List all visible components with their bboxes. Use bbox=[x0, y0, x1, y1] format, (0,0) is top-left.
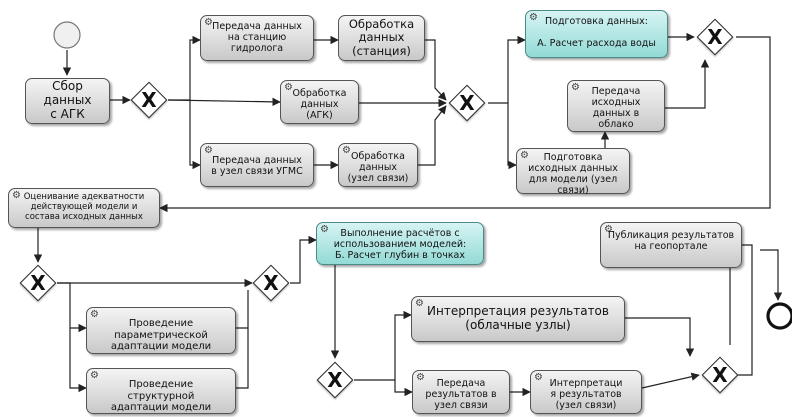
task-process-comm-node: ⚙ Обработка данных (узел связи) bbox=[338, 143, 418, 187]
flow bbox=[168, 35, 201, 101]
task-label: Проведение параметрической адаптации мод… bbox=[110, 318, 212, 352]
flow bbox=[665, 59, 710, 109]
task-label: Передача данных на станцию гидролога bbox=[212, 21, 302, 54]
task-label: Выполнение расчётов с использованием мод… bbox=[333, 228, 467, 261]
flow bbox=[159, 36, 771, 213]
flow bbox=[735, 244, 753, 376]
flow bbox=[507, 103, 517, 170]
gear-icon: ⚙ bbox=[320, 224, 329, 235]
flow bbox=[236, 290, 249, 329]
task-transfer-hydrologist: ⚙ Передача данных на станцию гидролога bbox=[200, 15, 314, 61]
task-transfer-ugms: ⚙ Передача данных в узел связи УГМС bbox=[200, 143, 314, 187]
task-prepare-data-flow: ⚙ Подготовка данных: А. Расчет расхода в… bbox=[525, 10, 668, 58]
flow bbox=[236, 328, 249, 389]
task-prepare-model-input: ⚙ Подготовка исходных данных для модели … bbox=[516, 148, 630, 196]
flow bbox=[760, 249, 783, 301]
start-event bbox=[53, 21, 81, 49]
task-label: Публикация результатов на геопортале bbox=[607, 230, 735, 252]
gear-icon: ⚙ bbox=[604, 224, 613, 235]
gateway-x-label: X bbox=[712, 363, 728, 387]
task-struct-adaptation: ⚙ Проведение структурной адаптации модел… bbox=[86, 368, 236, 414]
task-process-station: Обработка данных (станция) bbox=[338, 15, 425, 61]
gear-icon: ⚙ bbox=[12, 190, 21, 201]
task-label: Проведение структурной адаптации модели bbox=[110, 379, 212, 413]
gear-icon: ⚙ bbox=[342, 145, 351, 156]
end-event bbox=[766, 302, 792, 330]
task-label: Передача данных в узел связи УГМС bbox=[211, 155, 303, 177]
gear-icon: ⚙ bbox=[284, 82, 293, 93]
flow bbox=[625, 317, 695, 357]
task-transfer-cloud: ⚙ Передача исходных данных в облако bbox=[567, 80, 665, 132]
flow bbox=[189, 100, 201, 170]
task-interpret-cloud: ⚙ Интерпретация результатов (облачные уз… bbox=[411, 296, 625, 342]
task-label: Обработка данных (АГК) bbox=[292, 88, 347, 121]
flow bbox=[394, 380, 413, 397]
flow bbox=[69, 328, 87, 393]
task-assess-model: ⚙ Оценивание адекватности действующей мо… bbox=[8, 188, 160, 228]
flow bbox=[488, 35, 526, 104]
gateway-x-label: X bbox=[30, 271, 46, 295]
task-label: Передача результатов в узел связи bbox=[425, 378, 497, 411]
task-label: Интерпретаци я результатов (узел связи) bbox=[549, 378, 623, 411]
flow bbox=[354, 310, 412, 381]
gear-icon: ⚙ bbox=[204, 145, 213, 156]
gateway-x-label: X bbox=[459, 91, 475, 115]
gear-icon: ⚙ bbox=[415, 298, 424, 309]
flow bbox=[290, 235, 317, 284]
gateway-x-label: X bbox=[327, 368, 343, 392]
task-label: Обработка данных (узел связи) bbox=[347, 151, 409, 184]
gear-icon: ⚙ bbox=[571, 82, 580, 93]
task-publish-geoportal: ⚙ Публикация результатов на геопортале bbox=[600, 222, 742, 268]
task-model-calc-depth: ⚙ Выполнение расчётов с использованием м… bbox=[316, 222, 484, 265]
gear-icon: ⚙ bbox=[520, 150, 529, 161]
task-label: Подготовка данных: А. Расчет расхода вод… bbox=[537, 16, 656, 49]
task-label: Оценивание адекватности действующей моде… bbox=[23, 192, 145, 222]
task-label: Интерпретация результатов (облачные узлы… bbox=[427, 304, 609, 332]
task-label: Обработка данных (станция) bbox=[348, 17, 415, 58]
task-param-adaptation: ⚙ Проведение параметрической адаптации м… bbox=[86, 307, 236, 354]
task-label: Подготовка исходных данных для модели (у… bbox=[528, 152, 618, 196]
gateway-x-label: X bbox=[707, 25, 723, 49]
task-collect-agk: Сбор данных с АГК bbox=[25, 78, 110, 124]
task-label: Передача исходных данных в облако bbox=[591, 86, 641, 130]
flow bbox=[167, 97, 281, 107]
task-interpret-comm-node: ⚙ Интерпретаци я результатов (узел связи… bbox=[530, 370, 642, 414]
gear-icon: ⚙ bbox=[534, 372, 543, 383]
task-transfer-results: ⚙ Передача результатов в узел связи bbox=[412, 370, 510, 414]
gear-icon: ⚙ bbox=[529, 12, 538, 23]
flow bbox=[57, 282, 87, 333]
flow bbox=[641, 372, 700, 389]
flow bbox=[425, 39, 447, 101]
gateway-x-label: X bbox=[263, 271, 279, 295]
task-process-agk: ⚙ Обработка данных (АГК) bbox=[280, 80, 359, 124]
flow bbox=[418, 105, 447, 166]
task-label: Сбор данных с АГК bbox=[43, 79, 92, 121]
gear-icon: ⚙ bbox=[90, 370, 99, 381]
gear-icon: ⚙ bbox=[416, 372, 425, 383]
gear-icon: ⚙ bbox=[204, 17, 213, 28]
gear-icon: ⚙ bbox=[90, 309, 99, 320]
gateway-x-label: X bbox=[141, 88, 157, 112]
